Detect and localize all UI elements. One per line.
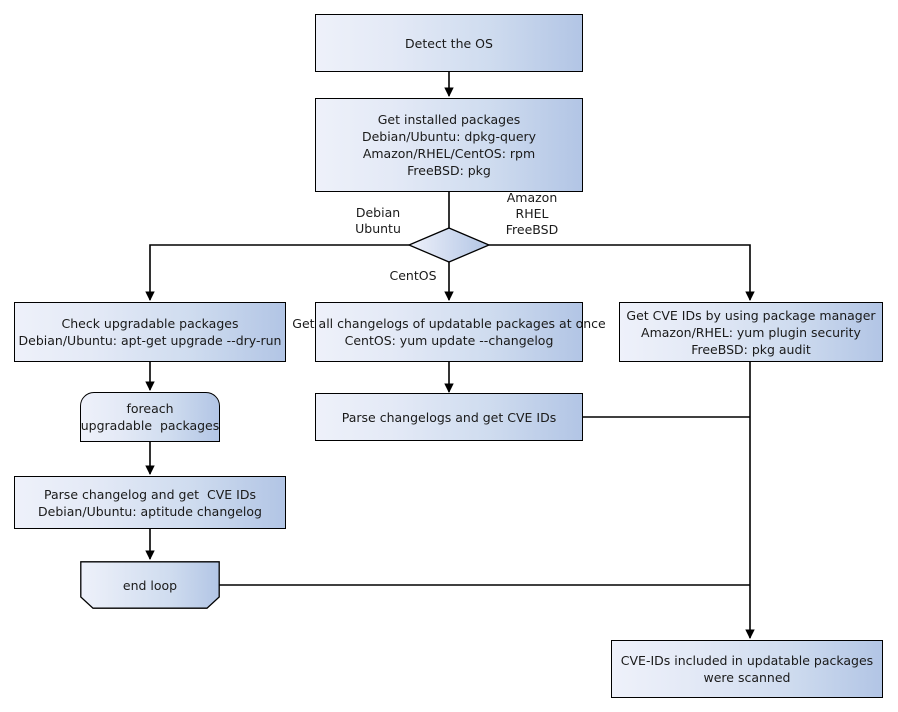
node-end-loop[interactable]: end loop xyxy=(80,561,220,609)
node-get-all-changelogs[interactable]: Get all changelogs of updatable packages… xyxy=(292,302,606,362)
edge-label-centos: CentOS xyxy=(389,268,437,283)
node-detect-os[interactable]: Detect the OS xyxy=(315,14,583,72)
node-parse-changelogs-centos[interactable]: Parse changelogs and get CVE IDs xyxy=(315,393,583,441)
edge-label-debian-ubuntu: Debian Ubuntu xyxy=(355,205,401,236)
node-foreach-upgradable-packages[interactable]: foreach upgradable packages xyxy=(80,392,220,442)
node-check-upgradable-packages[interactable]: Check upgradable packages Debian/Ubuntu:… xyxy=(14,302,286,362)
node-get-cve-ids-package-manager[interactable]: Get CVE IDs by using package manager Ama… xyxy=(619,302,883,362)
end-loop-shape xyxy=(80,561,220,609)
end-loop-label: end loop xyxy=(122,577,178,593)
node-parse-changelog-debian[interactable]: Parse changelog and get CVE IDs Debian/U… xyxy=(14,476,286,529)
edge-decision-rhel xyxy=(489,244,755,301)
edge-decision-debian xyxy=(145,244,409,301)
edge-label-amazon-rhel-freebsd: Amazon RHEL FreeBSD xyxy=(505,190,559,237)
node-get-installed-packages[interactable]: Get installed packages Debian/Ubuntu: dp… xyxy=(315,98,583,192)
node-result[interactable]: CVE-IDs included in updatable packages w… xyxy=(611,640,883,698)
os-decision-diamond xyxy=(407,227,491,263)
